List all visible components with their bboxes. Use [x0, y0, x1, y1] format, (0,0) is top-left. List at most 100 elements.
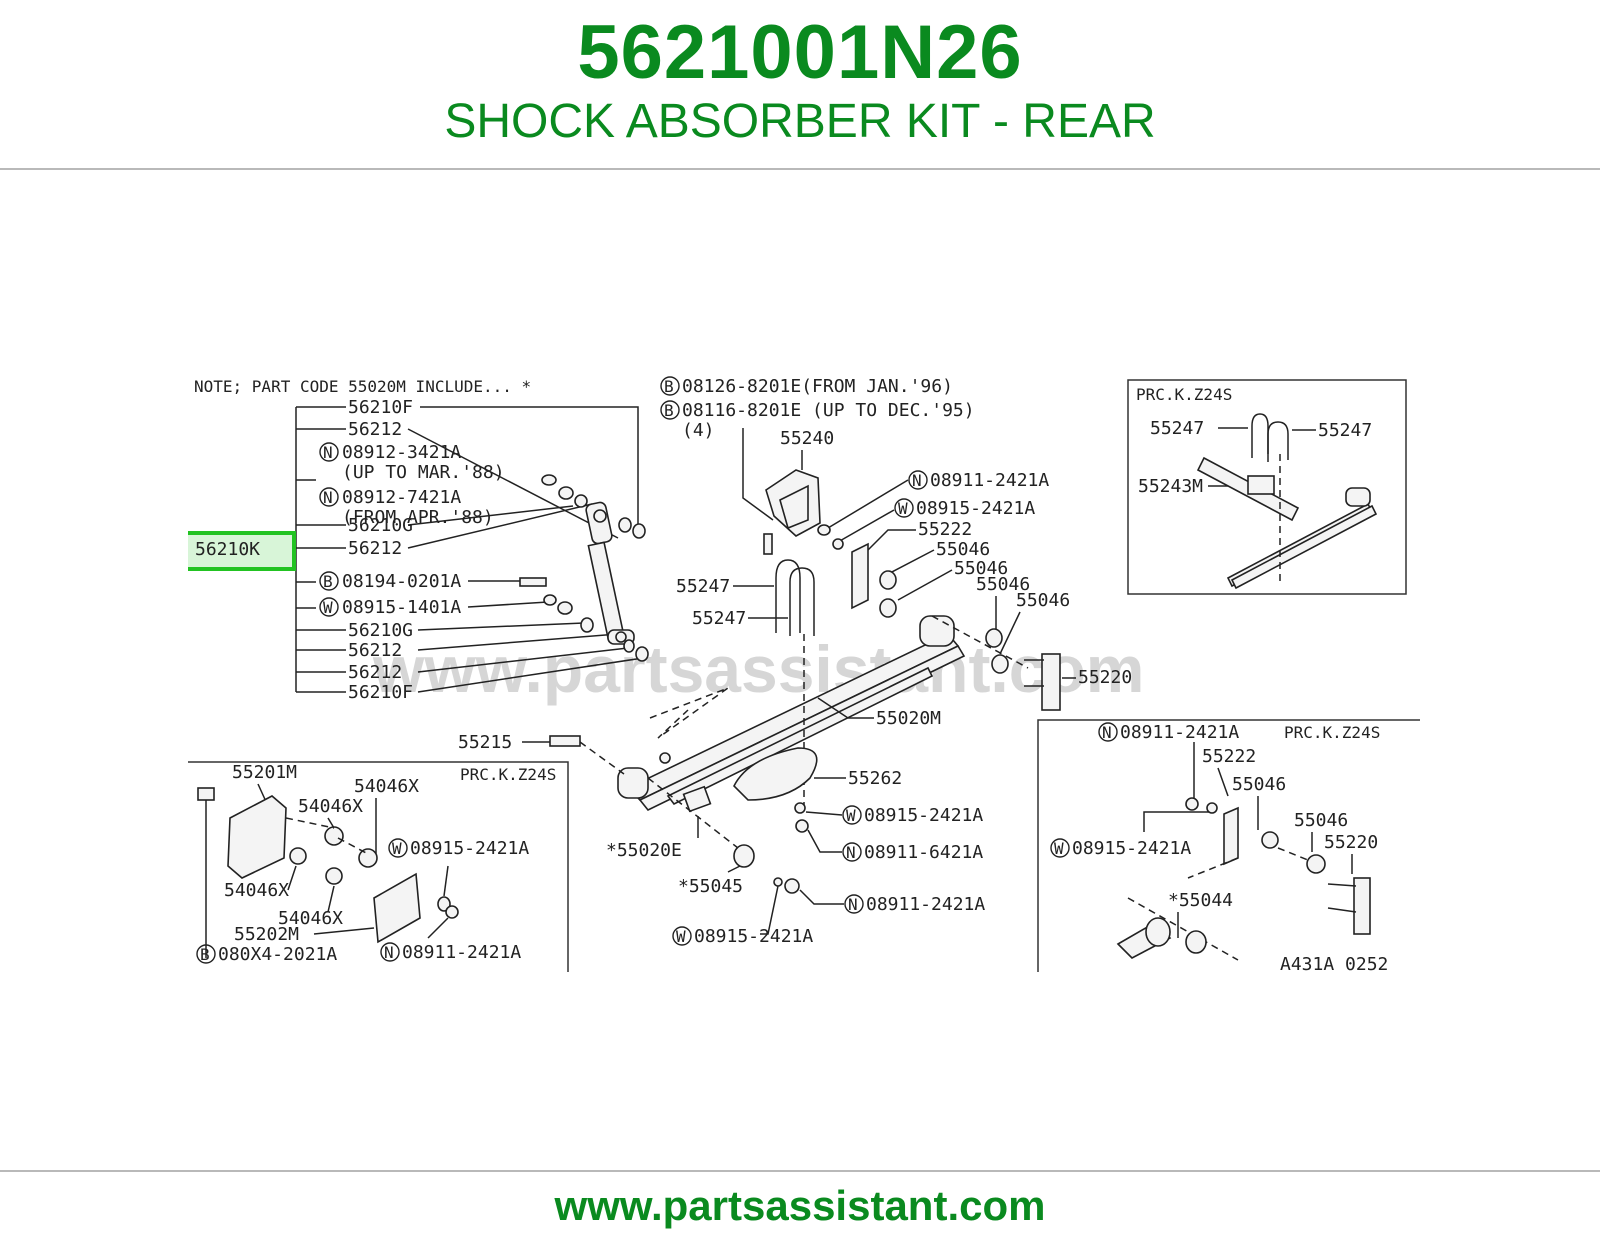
label-55247-b: 55247	[692, 608, 746, 629]
label-56212-d: 56212	[348, 662, 402, 683]
label-08912-3421A: 08912-3421A	[342, 442, 461, 463]
inset-label-55243M: 55243M	[1138, 476, 1203, 497]
inset-bottom-left-frame	[188, 761, 569, 972]
highlighted-part-56210K[interactable]: 56210K	[188, 531, 296, 571]
nut-marker-icon: N	[908, 470, 928, 490]
header: 5621001N26 SHOCK ABSORBER KIT - REAR	[0, 0, 1600, 168]
divider-bottom	[0, 1170, 1600, 1172]
label-55222: 55222	[918, 519, 972, 540]
inset-br-08911-2421A: 08911-2421A	[1120, 722, 1239, 743]
svg-text:W: W	[898, 499, 908, 518]
svg-text:W: W	[392, 839, 402, 858]
shock-absorber-drawing	[519, 474, 649, 662]
svg-text:N: N	[323, 443, 333, 462]
inset-br-ref-code: A431A 0252	[1280, 954, 1388, 975]
label-55215: 55215	[458, 732, 512, 753]
inset-label-55247-b: 55247	[1318, 420, 1372, 441]
spring-seat-drawing	[682, 747, 818, 813]
footer-website-link[interactable]: www.partsassistant.com	[554, 1182, 1046, 1229]
bushing-55045-drawing	[733, 844, 755, 868]
label-08194-0201A: 08194-0201A	[342, 571, 461, 592]
label-55046-c: 55046	[976, 574, 1030, 595]
nut-marker-icon: N	[380, 942, 400, 962]
label-08116-8201E: 08116-8201E (UP TO DEC.'95)	[682, 400, 975, 421]
inset-bl-08915-2421A: 08915-2421A	[410, 838, 529, 859]
svg-text:W: W	[323, 598, 333, 617]
label-55046-d: 55046	[1016, 590, 1070, 611]
washer-marker-icon: W	[672, 926, 692, 946]
svg-text:W: W	[676, 927, 686, 946]
inset-bl-08911-2421A: 08911-2421A	[402, 942, 521, 963]
inset-br-55222: 55222	[1202, 746, 1256, 767]
inset-bottom-right-frame	[1037, 719, 1420, 972]
label-56210G-b: 56210G	[348, 620, 413, 641]
svg-text:W: W	[846, 806, 856, 825]
spring-hanger-bracket-drawing	[763, 469, 821, 555]
label-08915-2421A-c: 08915-2421A	[694, 926, 813, 947]
inset-u-bolt-a	[1251, 413, 1269, 458]
parts-diagram: www.partsassistant.com NOTE; PART CODE 5…	[188, 338, 1420, 998]
inset-br-shackle-drawing	[1185, 797, 1371, 935]
svg-text:N: N	[912, 471, 922, 490]
label-55240: 55240	[780, 428, 834, 449]
inset-spring-drawing	[1196, 456, 1378, 590]
inset-bl-54046X-a: 54046X	[354, 776, 419, 797]
inset-top-right-prc: PRC.K.Z24S	[1136, 385, 1232, 404]
nut-marker-icon: N	[1098, 722, 1118, 742]
inset-br-55220: 55220	[1324, 832, 1378, 853]
shackle-plate-drawing	[851, 542, 869, 610]
u-bolt-drawing	[775, 559, 815, 636]
inset-top-right-frame	[1127, 379, 1407, 595]
washer-marker-icon: W	[842, 805, 862, 825]
divider-top	[0, 168, 1600, 170]
svg-text:N: N	[1102, 723, 1112, 742]
nut-marker-icon: N	[844, 894, 864, 914]
inset-br-prc: PRC.K.Z24S	[1284, 723, 1380, 742]
nut-marker-icon: N	[842, 842, 862, 862]
inset-bl-prc: PRC.K.Z24S	[460, 765, 556, 784]
label-qty-4: (4)	[682, 420, 715, 441]
inset-br-55046-a: 55046	[1232, 774, 1286, 795]
label-55262: 55262	[848, 768, 902, 789]
part-description: SHOCK ABSORBER KIT - REAR	[444, 95, 1156, 148]
inset-br-55044: *55044	[1168, 890, 1233, 911]
inset-u-bolt-b	[1267, 421, 1289, 462]
inset-bl-55202M: 55202M	[234, 924, 299, 945]
label-08915-2421A-b: 08915-2421A	[864, 805, 983, 826]
inset-bl-55201M: 55201M	[232, 762, 297, 783]
label-from-apr-88: (FROM APR.'88)	[342, 507, 494, 528]
svg-text:B: B	[664, 377, 674, 396]
label-56212-c: 56212	[348, 640, 402, 661]
label-56212-a: 56212	[348, 419, 402, 440]
bolt-marker-icon: B	[660, 400, 680, 420]
label-56210G-a: 56210G	[348, 515, 413, 536]
inset-br-08915-2421A: 08915-2421A	[1072, 838, 1191, 859]
label-08911-2421A-b: 08911-2421A	[866, 894, 985, 915]
label-56210K: 56210K	[195, 539, 260, 560]
svg-text:B: B	[664, 401, 674, 420]
inset-bl-54046X-b: 54046X	[298, 796, 363, 817]
svg-text:N: N	[846, 843, 856, 862]
part-number-title: 5621001N26	[577, 10, 1023, 95]
label-up-to-mar-88: (UP TO MAR.'88)	[342, 462, 505, 483]
shackle-55220-drawing	[1024, 653, 1061, 711]
label-56210F-bottom: 56210F	[348, 682, 413, 703]
nut-marker-icon: N	[319, 442, 339, 462]
leaf-spring-drawing	[617, 615, 966, 811]
label-56212-b: 56212	[348, 538, 402, 559]
bolt-marker-icon: B	[660, 376, 680, 396]
label-55020E: *55020E	[606, 840, 682, 861]
svg-text:B: B	[200, 945, 210, 964]
washer-marker-icon: W	[1050, 838, 1070, 858]
diagram-canvas: www.partsassistant.com NOTE; PART CODE 5…	[188, 338, 1420, 998]
inset-br-bushing-drawing	[1116, 917, 1207, 959]
inset-bl-bracket-drawing	[197, 787, 459, 958]
inset-bl-54046X-d: 54046X	[278, 908, 343, 929]
label-08911-2421A-a: 08911-2421A	[930, 470, 1049, 491]
inset-bl-54046X-c: 54046X	[224, 880, 289, 901]
label-55247-a: 55247	[676, 576, 730, 597]
inset-br-55046-b: 55046	[1294, 810, 1348, 831]
svg-text:N: N	[384, 943, 394, 962]
bolt-55215-drawing	[549, 735, 581, 747]
svg-text:B: B	[323, 572, 333, 591]
